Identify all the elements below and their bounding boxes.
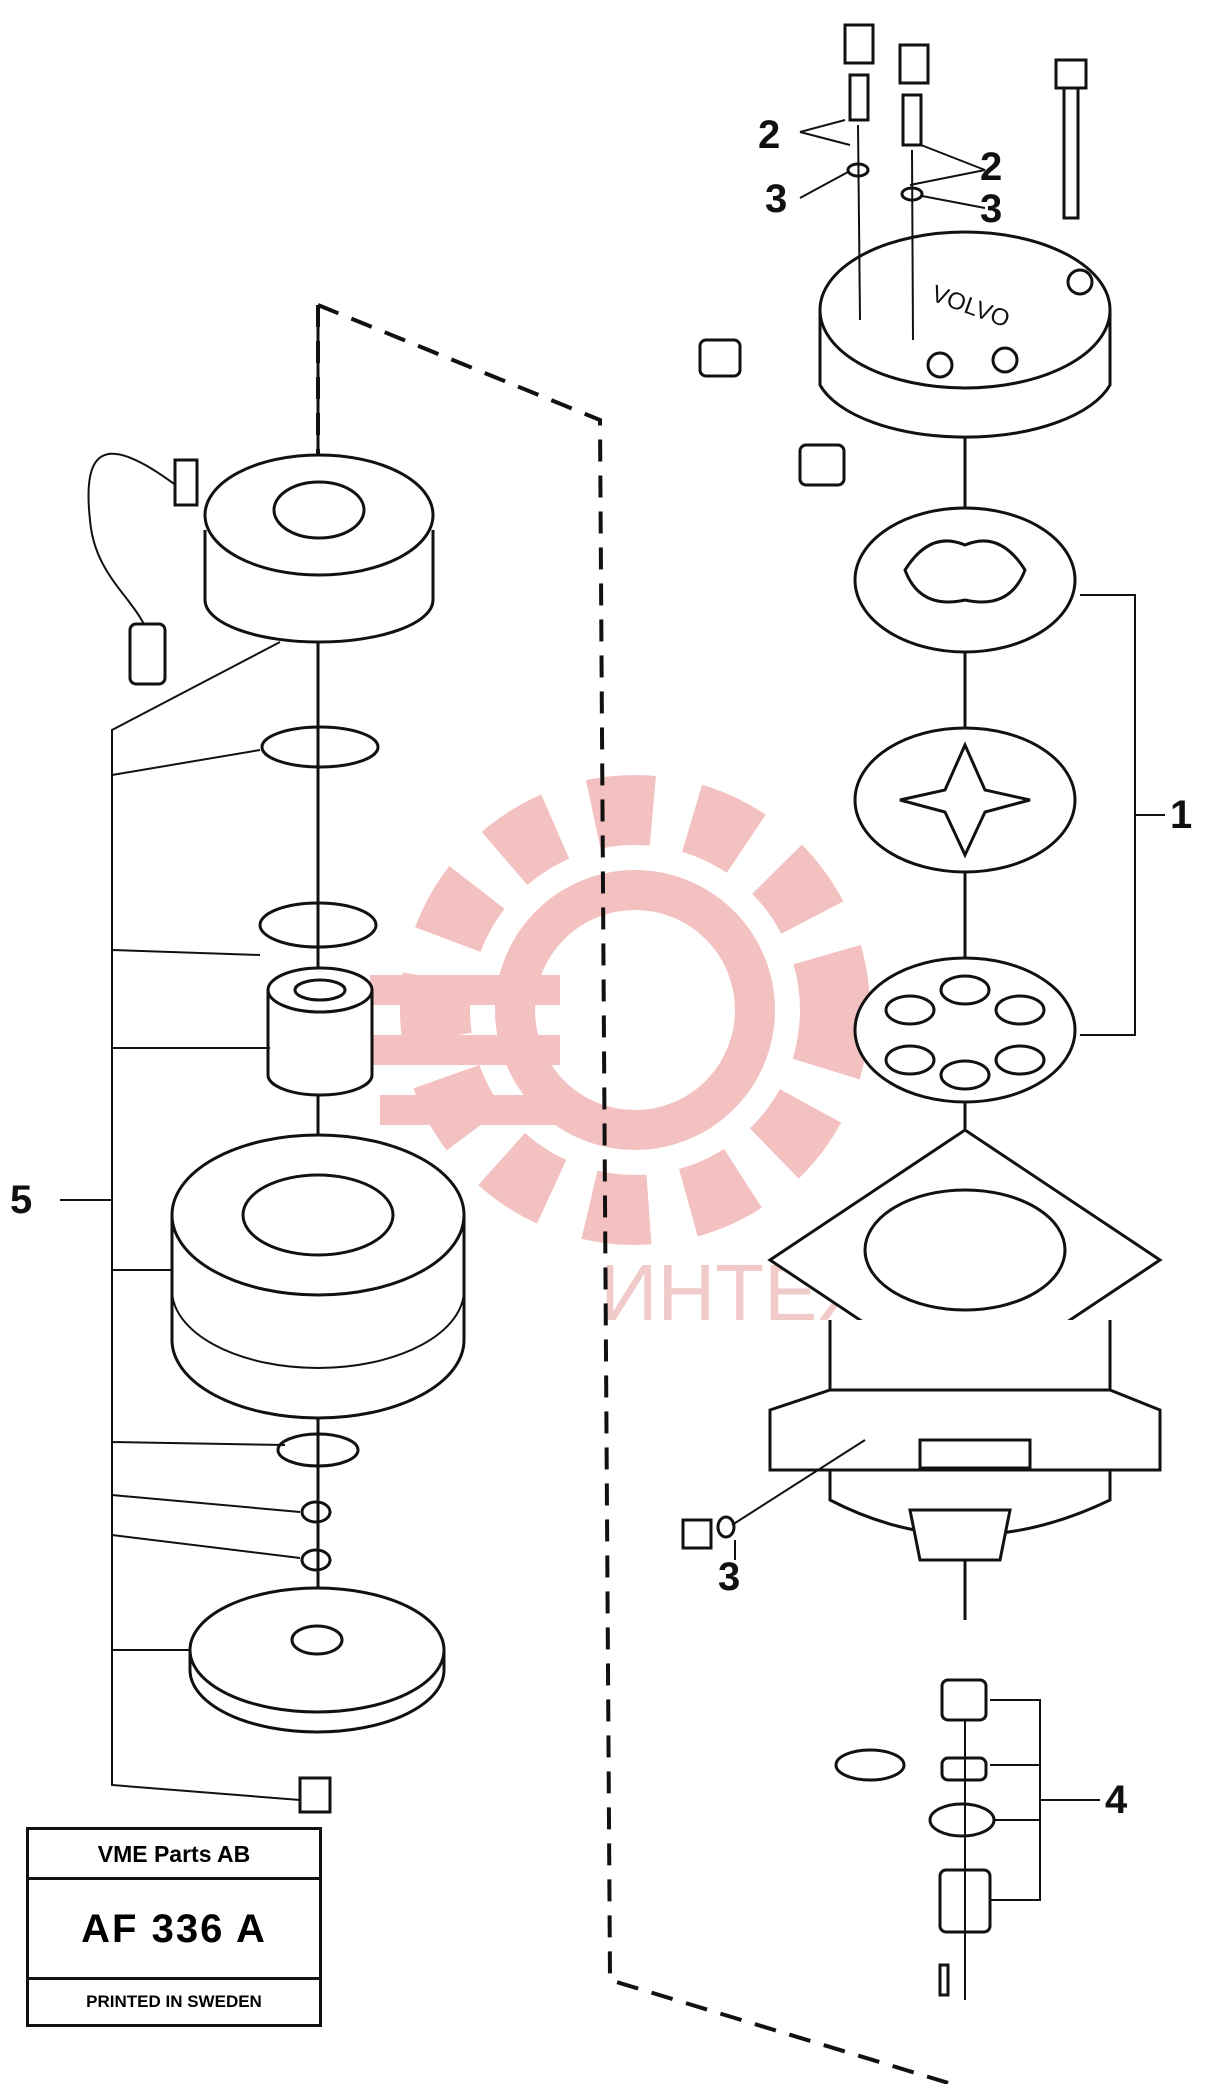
seal-circlip — [928, 1802, 996, 1838]
drawing-code: AF 336 A — [29, 1880, 319, 1980]
watermark-logo — [360, 775, 870, 1245]
shim-2 — [300, 1548, 332, 1572]
title-block: VME Parts AB AF 336 A PRINTED IN SWEDEN — [26, 1827, 322, 2027]
circlip — [258, 901, 378, 949]
nut — [298, 1776, 332, 1814]
compressor-assembly: VOLVO — [681, 23, 1165, 2000]
callout-4-bracket — [990, 1699, 1100, 1901]
valve-plate — [853, 726, 1077, 874]
drain-plug — [681, 1518, 713, 1550]
valve-right — [901, 93, 923, 147]
callout-2a: 2 — [758, 113, 780, 157]
drain-o-ring — [716, 1515, 736, 1539]
bolt-head — [1054, 58, 1088, 90]
callout-3b: 3 — [980, 187, 1002, 231]
callout-1-bracket — [1080, 594, 1165, 1036]
callout-3c: 3 — [718, 1555, 740, 1599]
bolt-shank — [1062, 86, 1080, 220]
seal-sleeve — [940, 1678, 988, 1722]
callout-1: 1 — [1170, 793, 1192, 837]
cylinder-head: VOLVO — [818, 230, 1112, 439]
magnetic-coil — [87, 452, 435, 686]
bearing — [266, 966, 374, 1097]
callout-2b: 2 — [980, 145, 1002, 189]
gasket — [853, 506, 1077, 654]
plug-left — [698, 338, 742, 378]
shaft-o-ring — [834, 1748, 906, 1782]
callout-2-leaders — [799, 119, 986, 186]
company-name: VME Parts AB — [29, 1830, 319, 1880]
snap-ring — [260, 725, 380, 769]
callout-5: 5 — [10, 1178, 32, 1222]
snap-ring-lower — [276, 1432, 360, 1468]
callout-5-bracket — [60, 641, 301, 1801]
compressor-body — [767, 1128, 1163, 1562]
clutch-assembly — [60, 305, 466, 1814]
fitting-nut-left — [843, 23, 875, 65]
callout-3-leaders — [734, 171, 986, 1560]
valve-left — [848, 73, 870, 122]
armature-plate — [188, 1586, 446, 1734]
printed-in: PRINTED IN SWEDEN — [86, 1992, 262, 2011]
plug-lower — [798, 443, 846, 487]
key — [938, 1963, 950, 1997]
pulley — [170, 1133, 466, 1420]
callout-3a: 3 — [765, 177, 787, 221]
reed-plate — [853, 956, 1077, 1104]
callout-4: 4 — [1105, 1778, 1128, 1822]
fitting-nut-right — [898, 43, 930, 85]
shim — [300, 1500, 332, 1524]
